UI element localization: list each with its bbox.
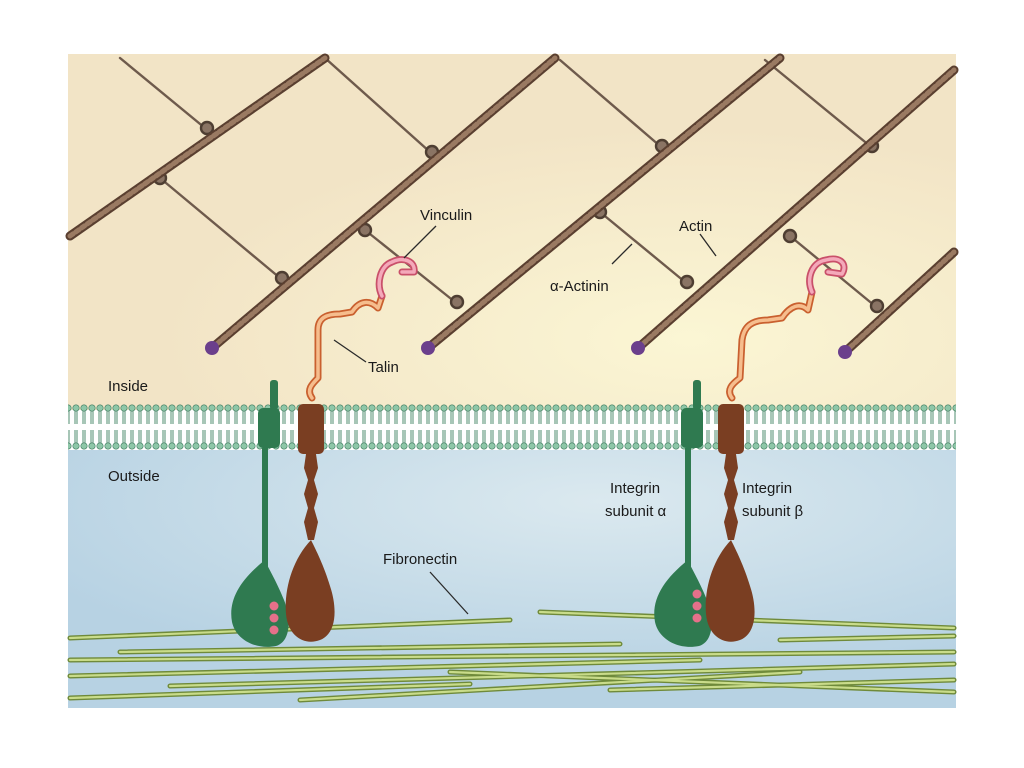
label-fibronectin: Fibronectin xyxy=(383,551,457,568)
label-vinculin: Vinculin xyxy=(420,207,472,224)
actin-filament xyxy=(631,65,959,355)
integrin-alpha-subunit xyxy=(231,380,289,647)
plasma-membrane xyxy=(68,404,956,450)
label-integrin-beta-line2: subunit β xyxy=(742,503,804,520)
label-alpha-actinin: α-Actinin xyxy=(550,278,609,295)
integrin-pair-left xyxy=(231,380,335,647)
label-outside: Outside xyxy=(108,468,160,485)
label-actin: Actin xyxy=(679,218,712,235)
actin-filament xyxy=(421,53,785,355)
integrin-beta-subunit xyxy=(705,404,755,642)
label-leaders xyxy=(333,225,717,615)
actin-filaments xyxy=(65,53,959,359)
integrin-pair-right xyxy=(654,380,755,647)
label-integrin-alpha-line2: subunit α xyxy=(605,503,667,520)
talin-vinculin-right xyxy=(726,255,848,402)
label-integrin-beta-line1: Integrin xyxy=(742,480,792,497)
actin-filament xyxy=(838,247,959,359)
actin-filament xyxy=(205,53,560,355)
integrin-alpha-subunit xyxy=(654,380,712,647)
label-inside: Inside xyxy=(108,378,148,395)
label-talin: Talin xyxy=(368,359,399,376)
label-integrin-alpha-line1: Integrin xyxy=(610,480,660,497)
talin-vinculin-left xyxy=(306,256,418,402)
integrin-beta-subunit xyxy=(285,404,335,642)
actin-filament xyxy=(65,53,330,241)
